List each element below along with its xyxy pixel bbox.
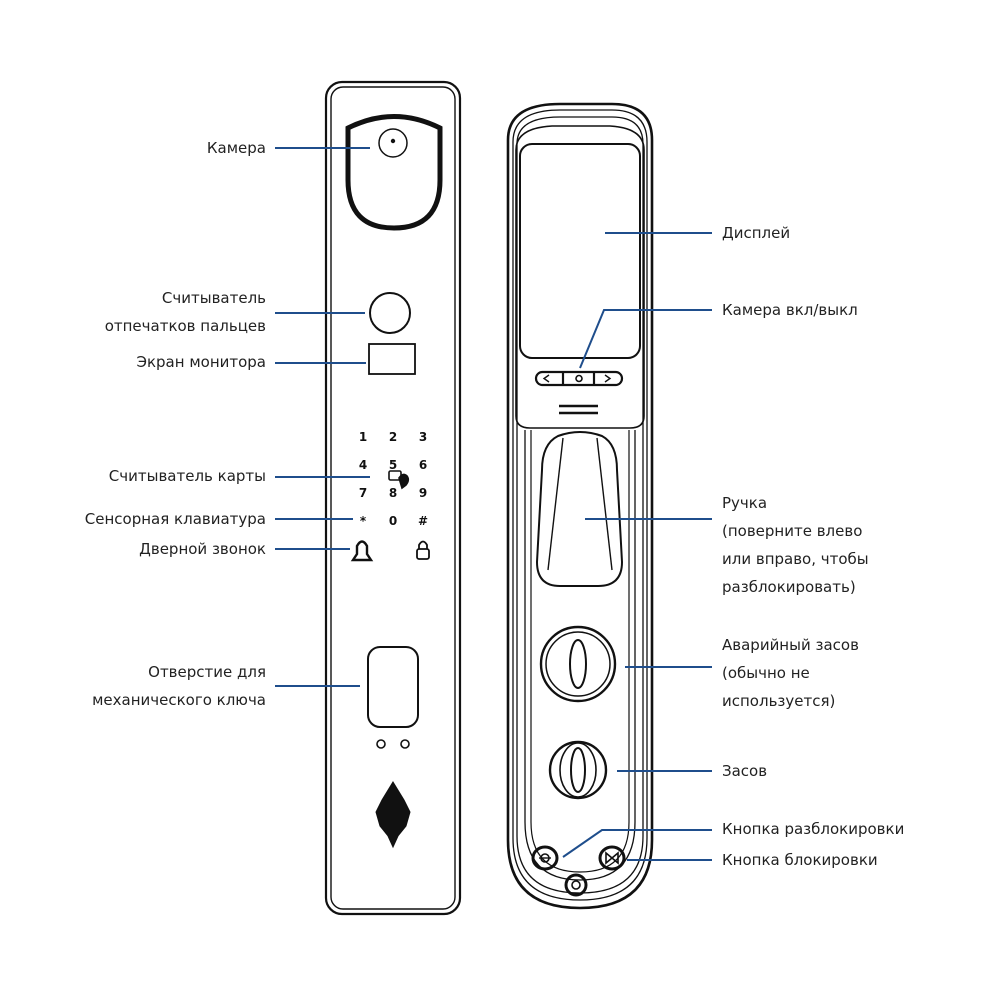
label-line: Считыватель	[161, 289, 266, 307]
camera-housing-icon	[345, 114, 443, 231]
label-doorbell: Дверной звонок	[139, 535, 266, 563]
label-line: Отверстие для	[148, 663, 266, 681]
label-line: Ручка	[722, 494, 768, 512]
back-panel	[506, 102, 654, 910]
label-line: Камера вкл/выкл	[722, 301, 858, 319]
label-line: Дисплей	[722, 224, 791, 242]
label-latch: Засов	[722, 757, 767, 785]
speaker-grille-icon	[375, 781, 411, 849]
key-hole-icon	[367, 646, 419, 728]
keypad-key[interactable]: 5	[389, 458, 397, 472]
card-reader-icon	[388, 470, 410, 490]
bottom-screw-icon	[564, 873, 588, 897]
label-line: Кнопка разблокировки	[722, 820, 905, 838]
label-card-reader: Считыватель карты	[109, 462, 266, 490]
keypad-key[interactable]: 4	[359, 458, 367, 472]
keypad-key[interactable]: 9	[419, 486, 427, 500]
lock-button-icon	[598, 845, 626, 871]
front-panel	[324, 80, 462, 916]
fingerprint-sensor-icon	[369, 292, 411, 334]
label-line: используется)	[722, 692, 836, 710]
label-line: или вправо, чтобы	[722, 550, 869, 568]
keypad-key[interactable]: *	[360, 514, 367, 528]
keypad-key[interactable]: 0	[389, 514, 397, 528]
back-panel-frame-2	[512, 109, 648, 901]
label-line: механического ключа	[92, 691, 266, 709]
front-panel-inner-frame	[330, 86, 456, 910]
label-line: Экран монитора	[136, 353, 267, 371]
indicator-dot-right	[400, 739, 410, 749]
body-inner-bottom-2	[530, 430, 630, 873]
camera-icon	[378, 128, 408, 158]
label-handle: Ручка (поверните влево или вправо, чтобы…	[722, 489, 869, 601]
emergency-latch-icon	[539, 625, 617, 703]
label-line: (поверните влево	[722, 522, 863, 540]
lock-icon	[416, 540, 430, 560]
label-line: разблокировать)	[722, 578, 856, 596]
handle-ridge-left	[547, 437, 564, 571]
unlock-button-icon	[531, 845, 559, 871]
touch-keypad: 1 2 3 4 5 6 7 8 9 * 0 #	[359, 430, 428, 528]
label-line: Считыватель карты	[108, 467, 266, 485]
leader-camera-toggle	[579, 309, 712, 369]
label-line: Кнопка блокировки	[722, 851, 878, 869]
label-line: (обычно не	[722, 664, 810, 682]
display-icon	[519, 143, 641, 359]
label-emergency-latch: Аварийный засов (обычно не используется)	[722, 631, 859, 715]
label-camera-toggle: Камера вкл/выкл	[722, 296, 858, 324]
leader-unlock-button	[562, 829, 712, 858]
label-monitor-screen: Экран монитора	[137, 348, 267, 376]
keypad-key[interactable]: 2	[389, 430, 397, 444]
label-line: Засов	[722, 762, 768, 780]
label-key-hole: Отверстие для механического ключа	[92, 658, 266, 714]
keypad-key[interactable]: 6	[419, 458, 427, 472]
doorbell-icon	[350, 540, 374, 562]
latch-icon	[548, 740, 608, 800]
label-line: отпечатков пальцев	[104, 317, 266, 335]
label-line: Камера	[206, 139, 266, 157]
keypad-key[interactable]: 7	[359, 486, 367, 500]
keypad-key[interactable]: 3	[419, 430, 427, 444]
back-panel-outer-frame	[506, 102, 654, 910]
front-panel-outer-frame	[324, 80, 462, 916]
handle-icon	[535, 431, 624, 587]
back-panel-frame-3	[516, 116, 644, 894]
keypad-key[interactable]: 8	[389, 486, 397, 500]
indicator-dot-left	[376, 739, 386, 749]
monitor-screen-icon	[368, 343, 416, 375]
label-line: Дверной звонок	[139, 540, 266, 558]
label-line: Сенсорная клавиатура	[84, 510, 266, 528]
keypad-key[interactable]: #	[418, 514, 428, 528]
camera-toggle-button-icon	[534, 370, 624, 387]
label-display: Дисплей	[722, 219, 790, 247]
label-fingerprint-reader: Считыватель отпечатков пальцев	[105, 284, 266, 340]
keypad-key[interactable]: 1	[359, 430, 367, 444]
label-lock-button: Кнопка блокировки	[722, 846, 878, 874]
body-inner-bottom	[524, 821, 636, 881]
screen-head	[515, 125, 645, 429]
label-camera: Камера	[207, 134, 266, 162]
label-touch-keypad: Сенсорная клавиатура	[85, 505, 266, 533]
leader-lines	[275, 147, 712, 861]
label-line: Аварийный засов	[722, 636, 859, 654]
label-unlock-button: Кнопка разблокировки	[722, 815, 904, 843]
handle-ridge-right	[596, 437, 613, 571]
